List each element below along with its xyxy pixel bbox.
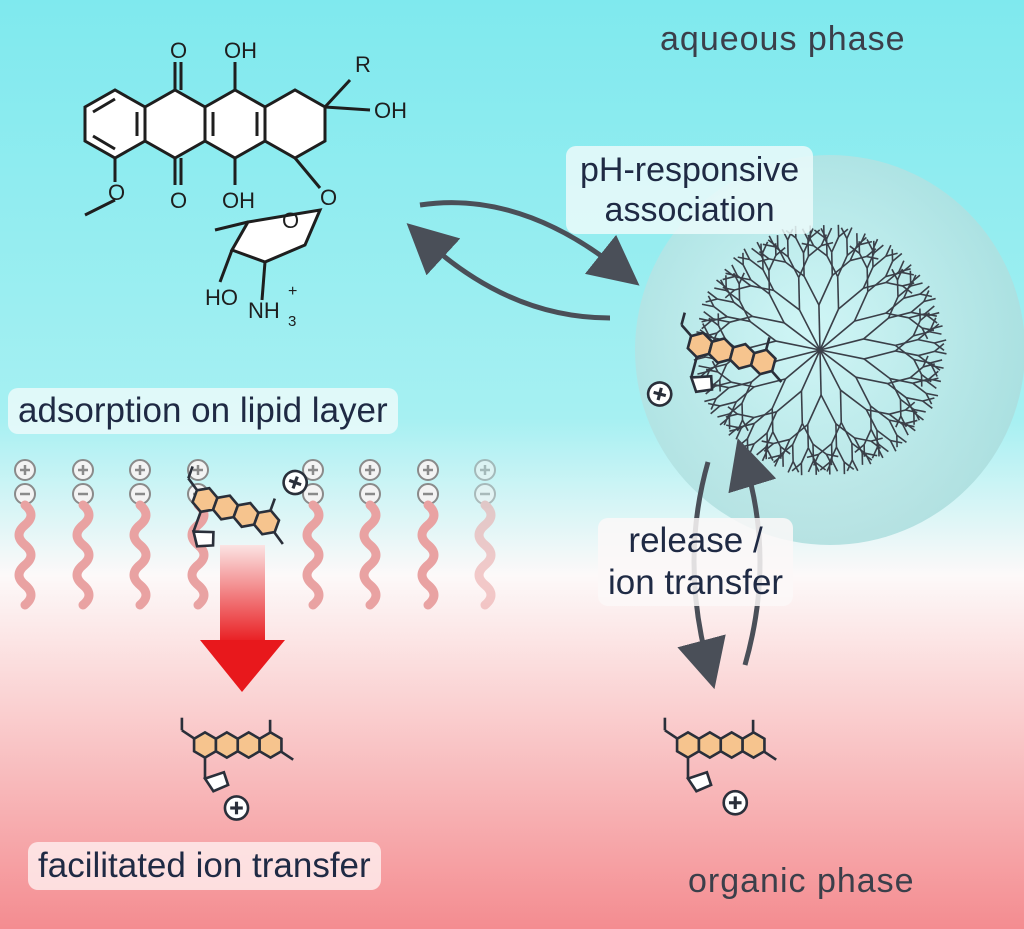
- drug-molecule-icon: [187, 465, 312, 548]
- aqueous-phase-label: aqueous phase: [660, 20, 906, 58]
- association-line-1: pH-responsive: [580, 151, 800, 189]
- molecule-o-ring: O: [282, 208, 299, 233]
- lipid-molecule: [14, 459, 36, 610]
- drug-molecule-icon: [180, 717, 294, 822]
- release-line-1: release /: [628, 521, 763, 560]
- dendrimer-branches: [693, 224, 947, 476]
- adsorption-label: adsorption on lipid layer: [8, 388, 398, 434]
- association-cycle-icon: [406, 200, 640, 321]
- association-label: pH-responsive association: [566, 146, 814, 234]
- molecule-ho: HO: [205, 285, 238, 310]
- molecule-oh-bottom: OH: [222, 188, 255, 213]
- plus-circle-icon: [722, 789, 749, 816]
- molecule-labels: O OH R OH O OH O O O HO NH 3 +: [108, 38, 407, 330]
- lipid-molecule: [302, 459, 324, 610]
- molecule-o-top: O: [170, 38, 187, 63]
- lipid-molecule: [417, 459, 439, 610]
- molecule-o-bottom: O: [170, 188, 187, 213]
- plus-circle-icon: [223, 794, 250, 822]
- drug-molecule-icon: [663, 717, 777, 816]
- lipid-molecule: [72, 459, 94, 610]
- molecule-nh3: NH: [248, 298, 280, 323]
- lipid-molecule: [129, 459, 151, 610]
- organic-phase-label: organic phase: [688, 862, 915, 900]
- association-line-2: association: [604, 191, 775, 229]
- molecule-oh-right: OH: [374, 98, 407, 123]
- release-line-2: ion transfer: [608, 563, 784, 602]
- release-label: release / ion transfer: [598, 518, 794, 606]
- molecule-nh3-sub: 3: [288, 313, 296, 330]
- anthracycline-structure: [83, 62, 371, 301]
- drug-icons: [180, 312, 783, 822]
- lipid-molecule: [359, 459, 381, 610]
- drug-molecule-icon: [643, 312, 783, 410]
- molecule-oh-top: OH: [224, 38, 257, 63]
- lipid-layer: [14, 459, 496, 610]
- red-down-arrow: [200, 545, 285, 692]
- molecule-o-link: O: [320, 185, 337, 210]
- lipid-molecule: [474, 459, 496, 610]
- facilitated-label: facilitated ion transfer: [28, 842, 381, 890]
- molecule-r: R: [355, 52, 371, 77]
- molecule-o-methoxy: O: [108, 180, 125, 205]
- molecule-plus: +: [288, 283, 297, 300]
